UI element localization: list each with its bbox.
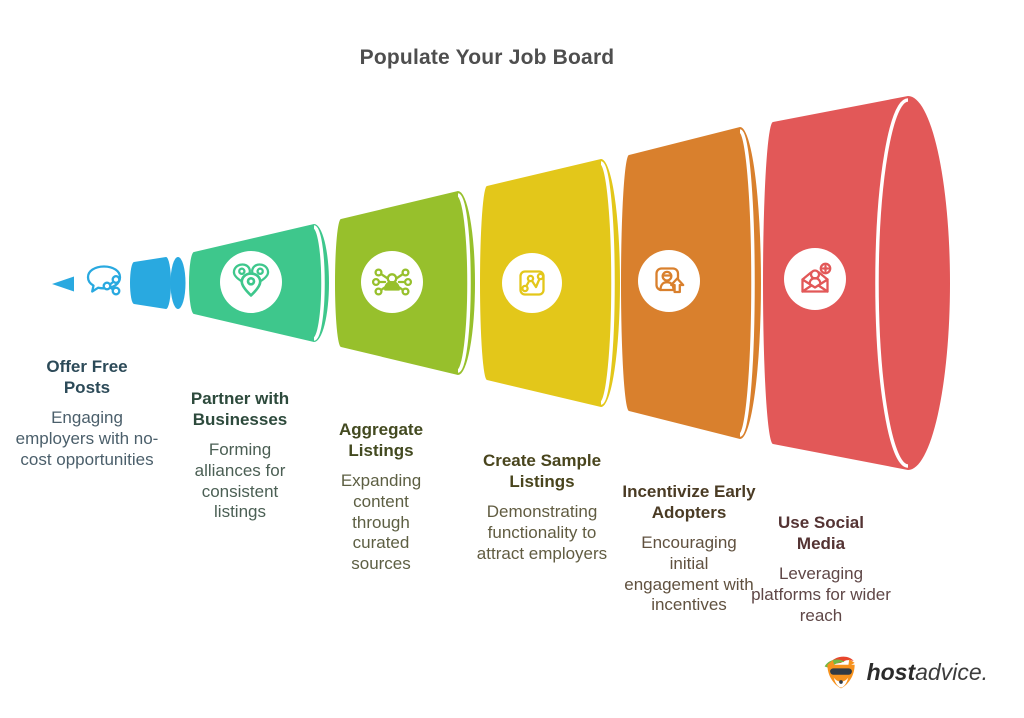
stage-5-label: Incentivize Early Adopters Encouraging i… xyxy=(604,481,774,616)
brand-name: hostadvice. xyxy=(867,659,988,686)
stage-2-title: Partner with Businesses xyxy=(190,389,290,430)
stage-1-description: Engaging employers with no-cost opportun… xyxy=(15,408,159,469)
stage-4-label: Create Sample Listings Demonstrating fun… xyxy=(457,450,627,564)
funnel-tip xyxy=(52,276,74,292)
chart-trend-icon xyxy=(519,270,545,296)
funnel-segment-4 xyxy=(480,159,620,407)
fox-mascot-icon xyxy=(824,656,855,689)
stage-2-label: Partner with Businesses Forming alliance… xyxy=(155,388,325,523)
share-bubble-icon xyxy=(86,265,122,296)
funnel-segment-1 xyxy=(130,257,186,309)
user-upgrade-icon xyxy=(655,267,685,294)
stage-4-title: Create Sample Listings xyxy=(482,451,602,492)
network-person-icon xyxy=(371,268,413,296)
brand-logo: hostadvice. xyxy=(821,652,988,692)
funnel-segment-3 xyxy=(335,191,475,375)
map-pins-icon xyxy=(232,263,270,297)
stage-4-description: Demonstrating functionality to attract e… xyxy=(476,502,608,563)
funnel-segment-5 xyxy=(621,127,761,439)
stage-6-label: Use Social Media Leveraging platforms fo… xyxy=(736,512,906,626)
stage-3-description: Expanding content through curated source… xyxy=(340,471,422,574)
brand-name-bold: host xyxy=(866,658,916,685)
stage-5-description: Encouraging initial engagement with ince… xyxy=(624,533,754,615)
stage-6-description: Leveraging platforms for wider reach xyxy=(751,564,891,625)
page-title: Populate Your Job Board xyxy=(359,46,615,69)
funnel-segment-2 xyxy=(189,224,329,342)
stage-2-description: Forming alliances for consistent listing… xyxy=(194,440,286,522)
stage-1-title: Offer Free Posts xyxy=(46,357,128,398)
funnel-segment-6 xyxy=(763,96,950,470)
stage-1-label: Offer Free Posts Engaging employers with… xyxy=(2,356,172,470)
stage-3-label: Aggregate Listings Expanding content thr… xyxy=(296,419,466,575)
stage-5-title: Incentivize Early Adopters xyxy=(622,482,756,523)
stage-6-title: Use Social Media xyxy=(778,513,864,554)
stage-3-title: Aggregate Listings xyxy=(338,420,424,461)
brand-name-regular: advice. xyxy=(915,658,988,685)
mail-person-add-icon xyxy=(801,262,832,293)
